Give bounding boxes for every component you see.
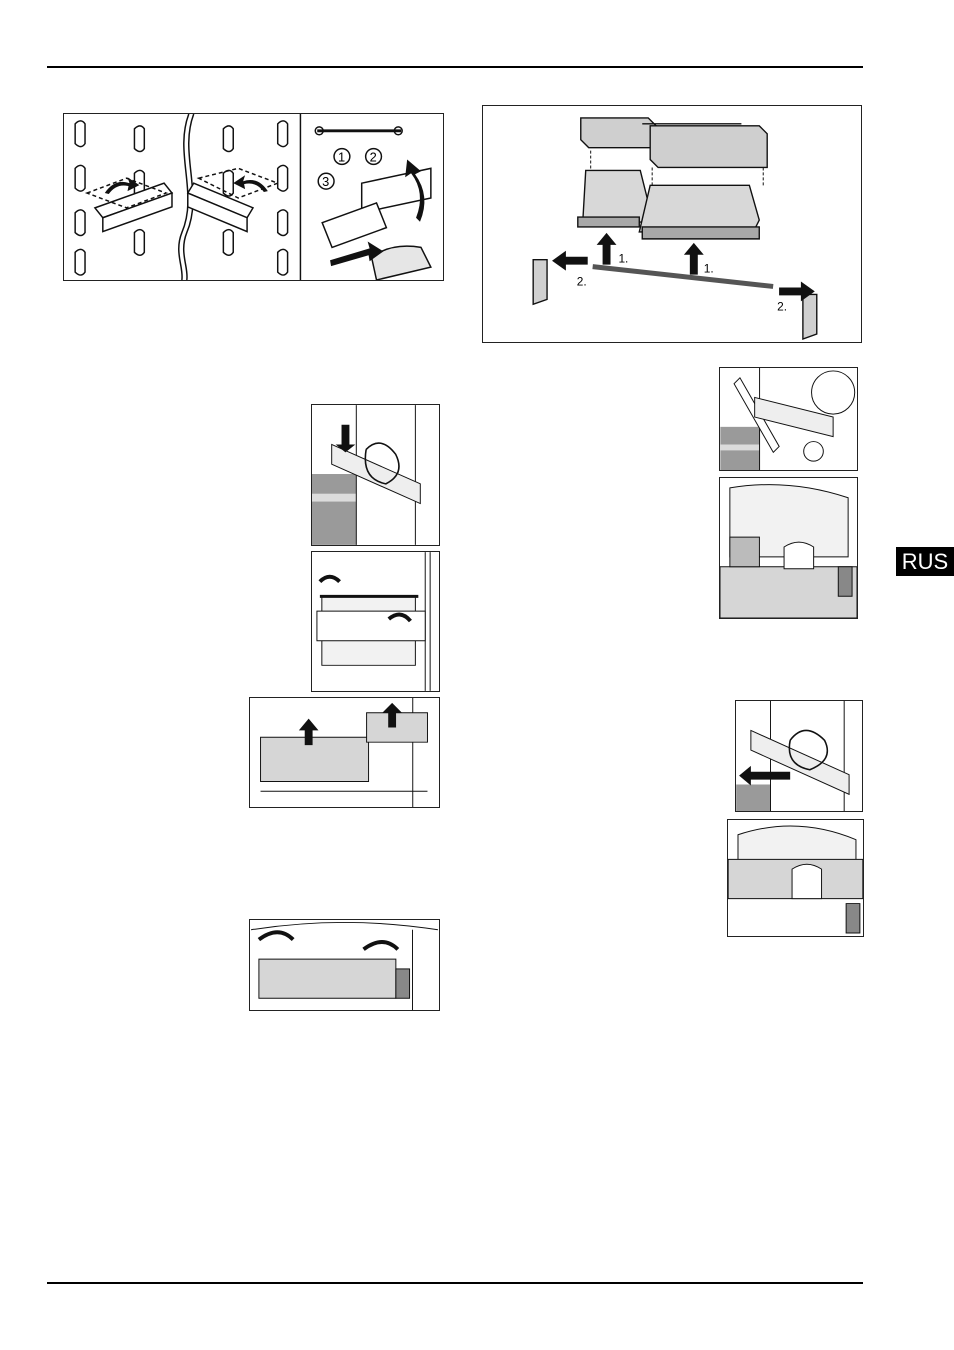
figure-divider-slide [719, 477, 858, 619]
figure-holder-release [735, 700, 863, 812]
left-wall-slots [75, 121, 287, 275]
step-label-2b: 2. [777, 299, 787, 313]
arrow-up-icon [684, 243, 704, 275]
figure-shelf-clip-release [311, 404, 440, 546]
callout-2: 2 [370, 149, 377, 164]
figure-shelf-boxes-lift [249, 697, 440, 808]
step-label-1b: 1. [704, 262, 714, 276]
callout-3: 3 [322, 174, 329, 189]
figure-door-shelf-removal: 1. 1. 2. 2. [482, 105, 862, 343]
figure-divider-slide-2 [727, 819, 864, 937]
figure-door-shelf-reposition: 1 2 3 [63, 113, 444, 281]
arrow-up-icon [597, 233, 617, 265]
bottom-rule [47, 1282, 863, 1284]
arrow-icon [233, 175, 268, 192]
step-label-2a: 2. [577, 274, 587, 288]
door-shelf-illustration: 1 2 3 [64, 114, 443, 280]
step-label-1a: 1. [618, 252, 628, 266]
figure-boxes-remove [249, 919, 440, 1011]
callout-1: 1 [338, 149, 345, 164]
arrow-left-icon [739, 766, 790, 786]
figure-shelf-rail-lift [311, 551, 440, 692]
language-tab: RUS [896, 547, 954, 576]
figure-rail-detail [719, 367, 858, 471]
top-rule [47, 66, 863, 68]
shelf-removal-illustration: 1. 1. 2. 2. [483, 106, 861, 342]
arrow-left-icon [552, 251, 588, 271]
